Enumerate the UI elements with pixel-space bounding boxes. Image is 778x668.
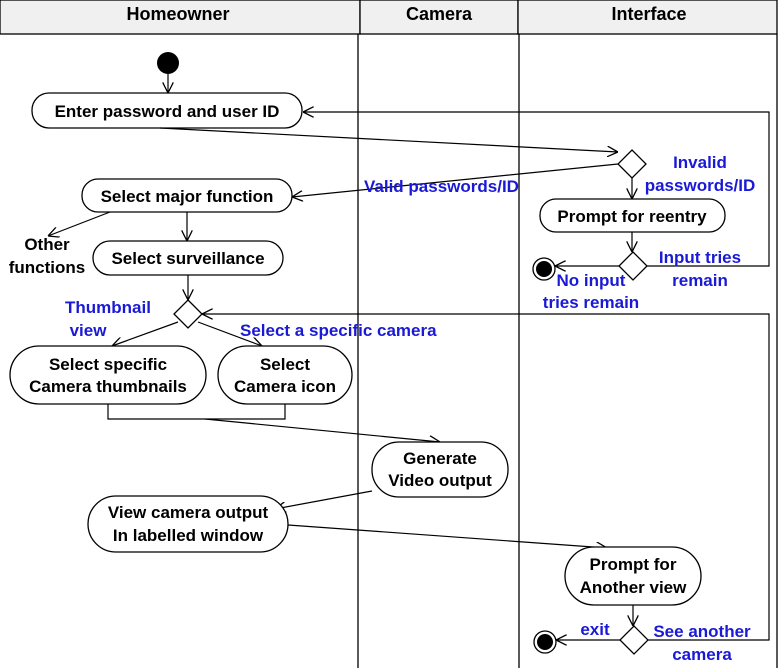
flow-see-another — [202, 314, 770, 641]
lane-header-camera — [359, 0, 519, 35]
activity-view-output-label-1: View camera output — [108, 503, 269, 522]
label-invalid-1: Invalid — [673, 153, 727, 172]
lane-title-camera: Camera — [406, 4, 473, 24]
lane-title-interface: Interface — [611, 4, 686, 24]
label-exit: exit — [580, 620, 610, 639]
activity-view-output — [87, 495, 289, 553]
activity-select-camera-icon-label-1: Select — [260, 355, 310, 374]
activity-select-major-label: Select major function — [101, 187, 274, 206]
label-input-tries-1: Input tries — [659, 248, 741, 267]
flow-enter-to-decision — [159, 127, 618, 152]
label-see-another-1: See another — [653, 622, 751, 641]
flow-tries-remain — [303, 112, 770, 267]
end-node-1 — [536, 261, 552, 277]
activity-select-surveillance-label: Select surveillance — [111, 249, 264, 268]
flow-merge — [107, 404, 286, 420]
decision-tries — [618, 251, 648, 281]
label-input-tries-2: remain — [672, 271, 728, 290]
start-node — [157, 52, 179, 74]
flow-other-functions — [48, 211, 111, 236]
label-invalid-2: passwords/ID — [645, 176, 756, 195]
label-other-2: functions — [9, 258, 86, 277]
label-other-1: Other — [24, 235, 70, 254]
label-no-input-1: No input — [557, 271, 626, 290]
activity-generate-video-label-2: Video output — [388, 471, 492, 490]
flow-thumbnail — [112, 321, 179, 346]
decision-another — [619, 625, 649, 655]
flow-view-to-prompt — [287, 524, 607, 548]
flow-merge-to-generate — [204, 418, 440, 442]
activity-prompt-another-label-1: Prompt for — [590, 555, 677, 574]
activity-select-thumbnails-label-1: Select specific — [49, 355, 167, 374]
decision-validate — [617, 149, 647, 179]
label-valid: Valid passwords/ID — [364, 177, 519, 196]
activity-prompt-another-label-2: Another view — [580, 578, 688, 597]
flow-generate-to-view — [275, 490, 373, 509]
activity-enter-password-label: Enter password and user ID — [55, 102, 280, 121]
activity-select-camera-icon-label-2: Camera icon — [234, 377, 336, 396]
end-node-2 — [537, 634, 553, 650]
decision-view-mode — [173, 299, 203, 329]
label-thumbnail-2: view — [70, 321, 108, 340]
flow-specific-camera — [197, 321, 262, 346]
activity-view-output-label-2: In labelled window — [113, 526, 264, 545]
activity-generate-video-label-1: Generate — [403, 449, 477, 468]
activity-prompt-reentry-label: Prompt for reentry — [557, 207, 707, 226]
label-specific-camera: Select a specific camera — [240, 321, 437, 340]
lane-header-interface — [517, 0, 778, 35]
activity-select-thumbnails-label-2: Camera thumbnails — [29, 377, 187, 396]
flow-valid — [292, 163, 619, 197]
activity-generate-video — [371, 441, 509, 498]
label-thumbnail-1: Thumbnail — [65, 298, 151, 317]
label-no-input-2: tries remain — [543, 293, 639, 312]
label-see-another-2: camera — [672, 645, 732, 664]
lane-title-homeowner: Homeowner — [126, 4, 229, 24]
